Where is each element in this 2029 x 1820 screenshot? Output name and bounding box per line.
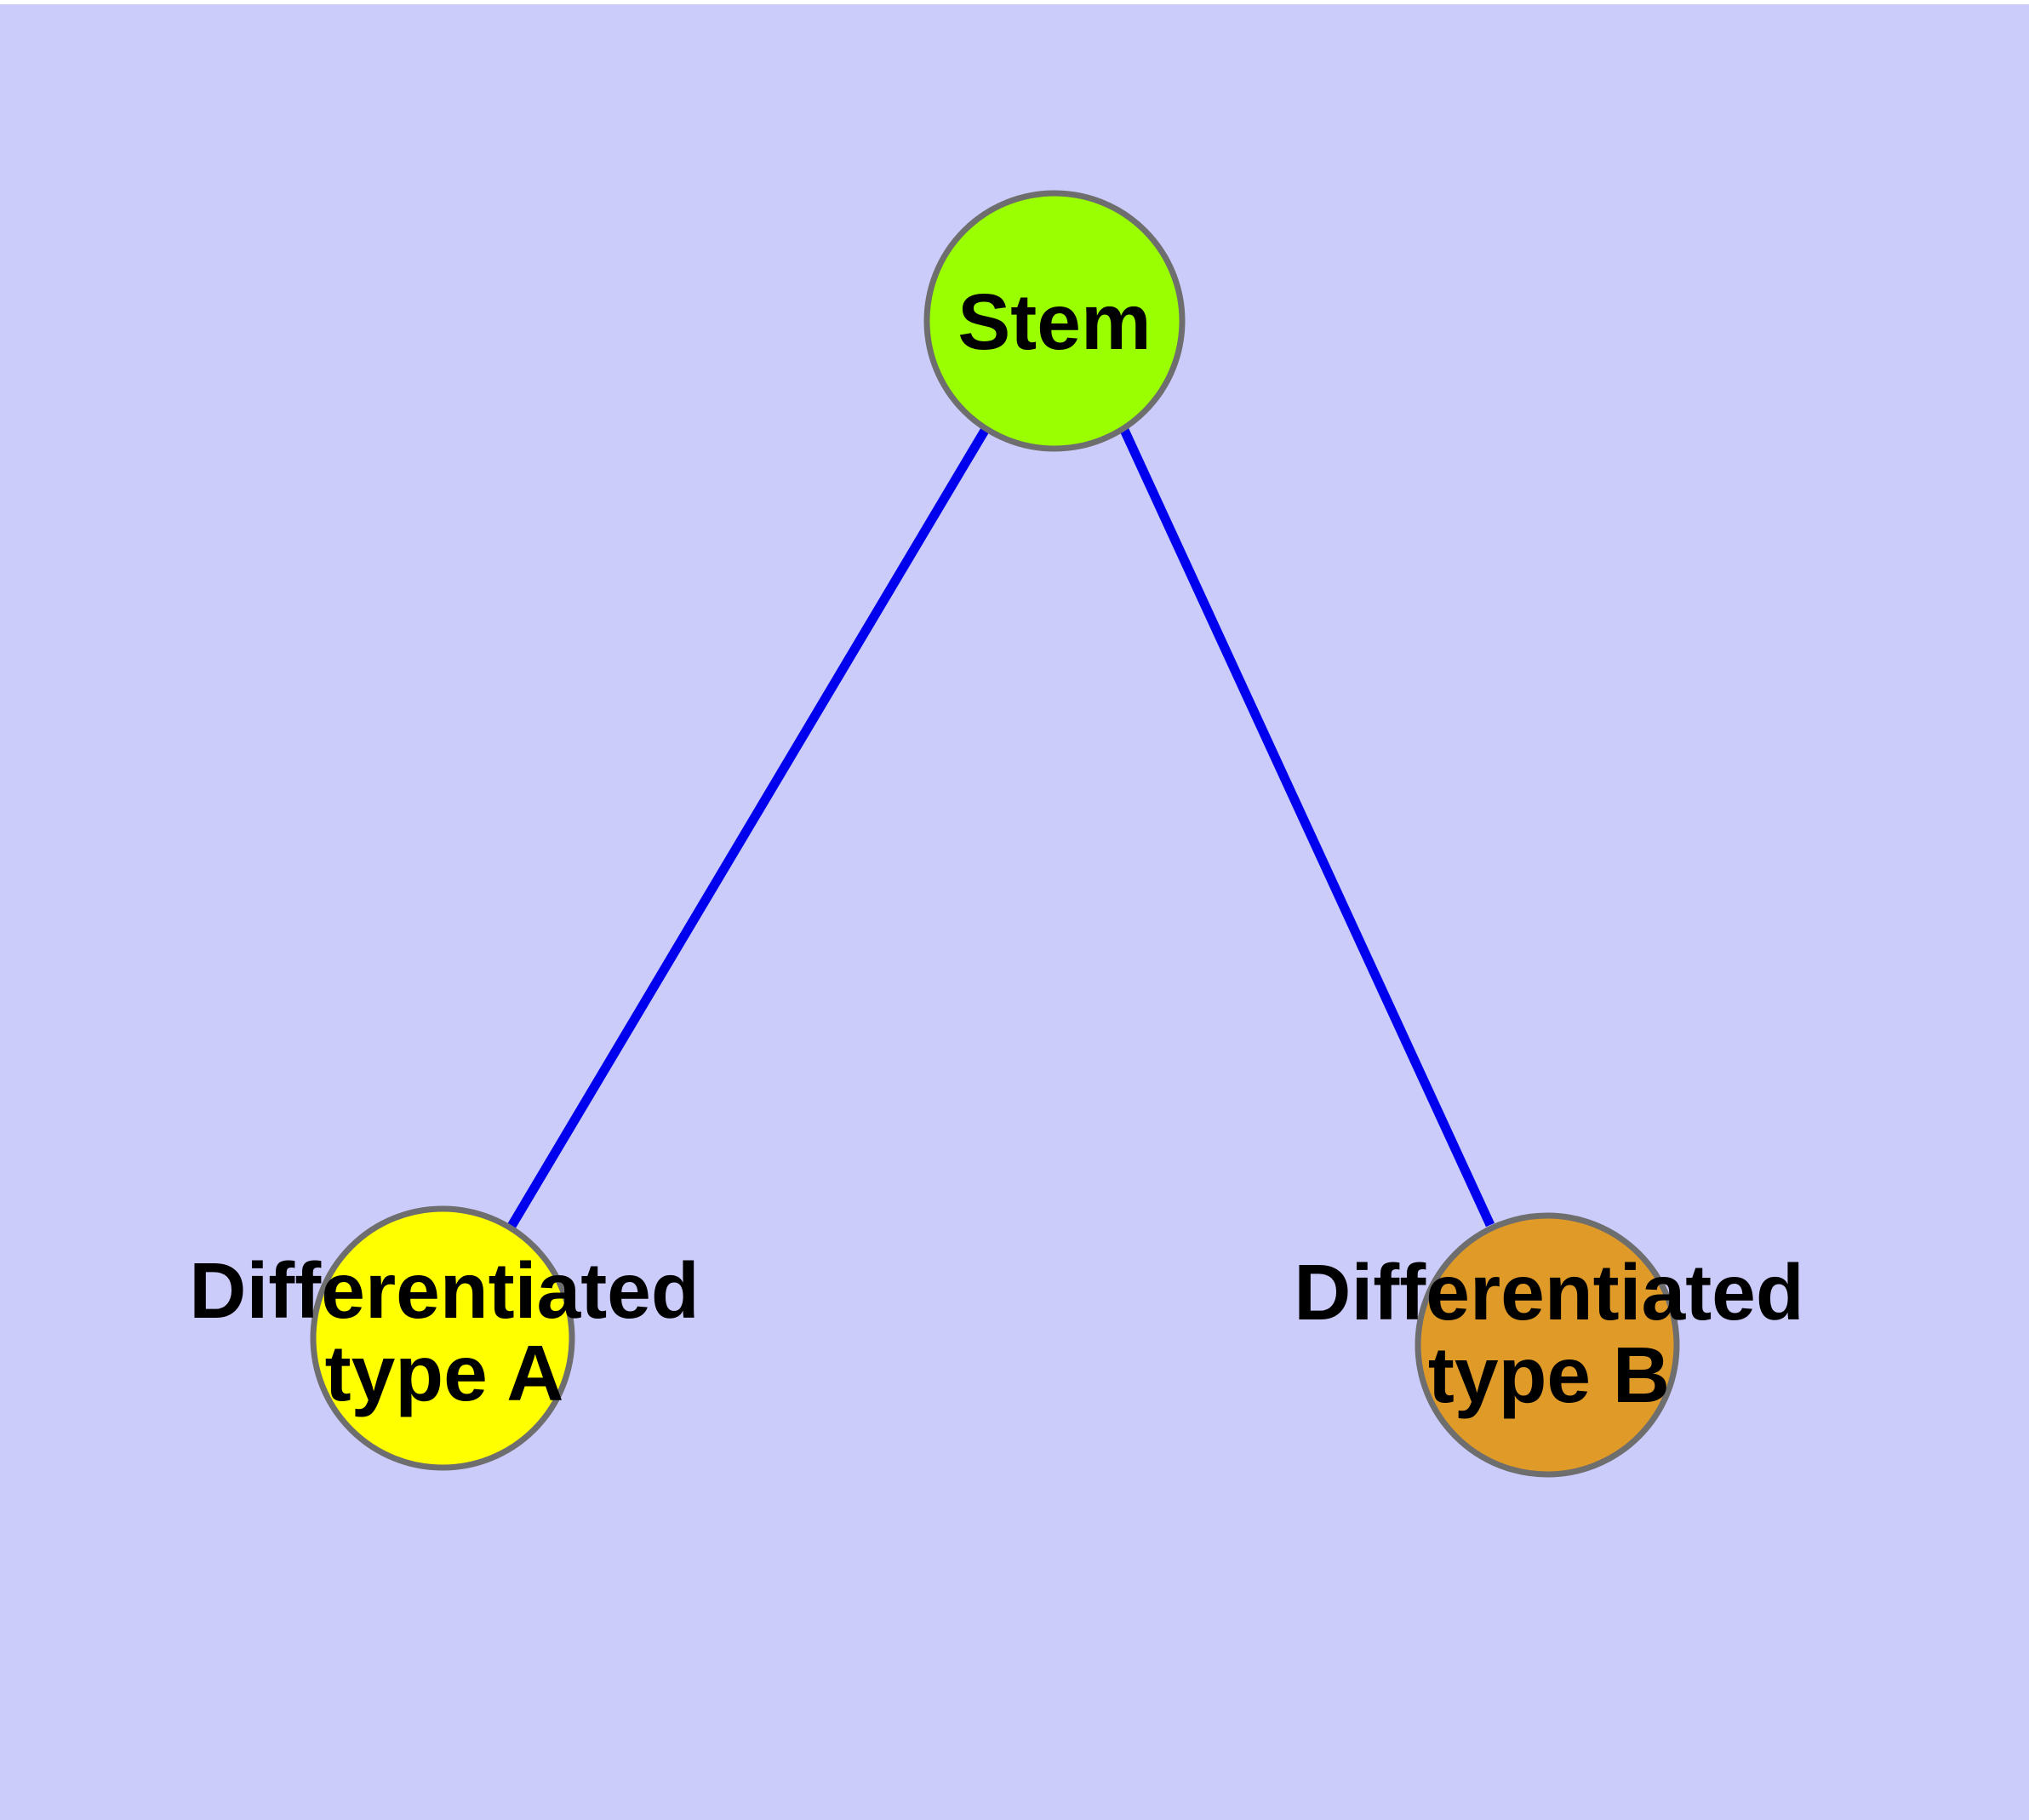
edge-stem-to-differentiated-type-b[interactable] [1120,427,1495,1228]
label-layer: Stem Differentiated type A Differentiate… [189,278,1803,1419]
node-layer [310,190,1680,1478]
node-label-differentiated-type-a-line2: type A [325,1329,564,1417]
graph-svg: Stem Differentiated type A Differentiate… [189,190,1804,1478]
node-stem[interactable] [923,190,1186,452]
graph-plot-area: Stem Differentiated type A Differentiate… [0,4,2029,1820]
edge-stem-to-differentiated-type-a[interactable] [506,426,990,1230]
edge-layer [506,426,1495,1230]
node-differentiated-type-a[interactable] [310,1205,575,1471]
node-label-differentiated-type-b-line1: Differentiated [1294,1248,1803,1336]
node-label-stem: Stem [957,278,1151,366]
node-label-differentiated-type-a-line1: Differentiated [189,1246,699,1335]
node-differentiated-type-b[interactable] [1415,1212,1680,1478]
node-label-differentiated-type-b-line2: type B [1428,1331,1670,1419]
